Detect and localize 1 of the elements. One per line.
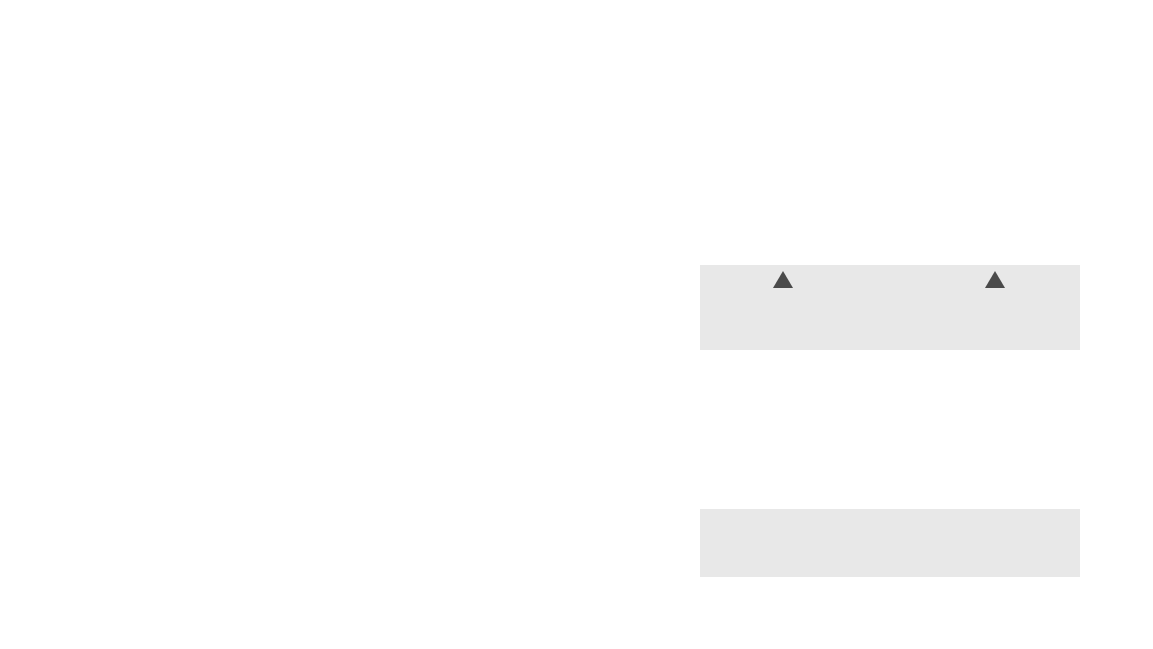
panel: [700, 265, 1080, 350]
